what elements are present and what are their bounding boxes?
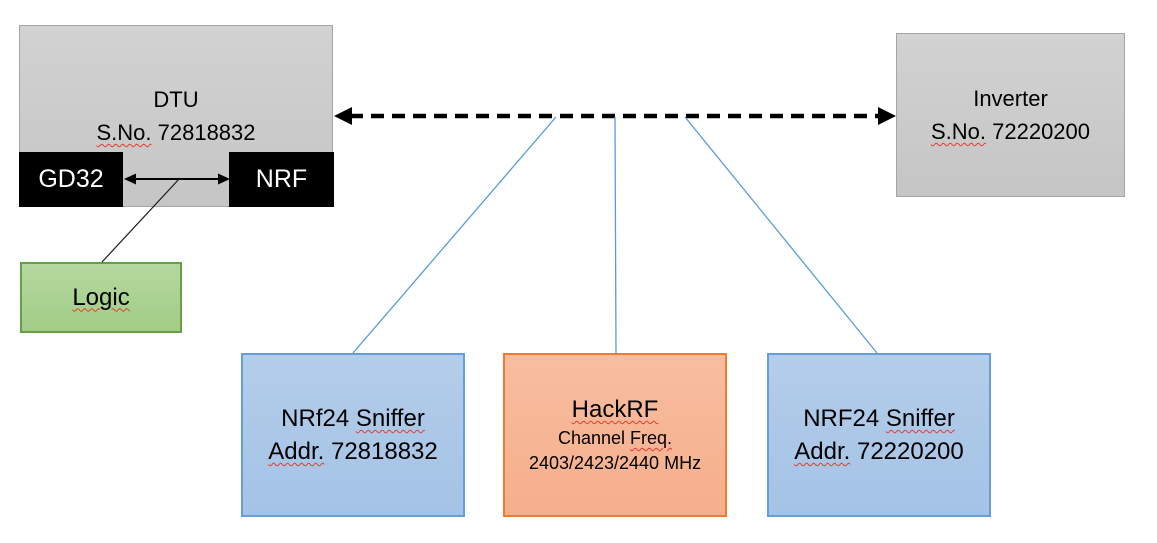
hackrf-connector-line: [614, 116, 617, 354]
inverter-title: Inverter: [973, 86, 1048, 111]
sniffer-right-addr: Addr. 72220200: [794, 435, 964, 468]
logic-label: Logic: [72, 283, 130, 311]
sniffer-left-name-prefix: NRf24: [281, 405, 356, 432]
gd32-chip-box: GD32: [19, 152, 123, 207]
gd32-label: GD32: [38, 165, 104, 193]
hackrf-box: HackRF Channel Freq. 2403/2423/2440 MHz: [503, 353, 727, 517]
logic-box: Logic: [20, 262, 182, 333]
sniffer-right-addr-prefix: Addr.: [794, 438, 851, 465]
sniffer-right-connector-line: [684, 116, 878, 354]
sniffer-right-name-word: Sniffer: [885, 405, 955, 432]
hackrf-title: HackRF: [572, 394, 659, 426]
dashed-arrowhead-left-icon: [334, 107, 352, 125]
hackrf-channel-line: Channel Freq.: [558, 426, 672, 451]
inverter-serial-prefix: S.No.: [930, 119, 987, 144]
nrf-chip-box: NRF: [229, 152, 334, 207]
sniffer-right-name-prefix: NRF24: [803, 405, 886, 432]
dtu-serial-number: 72818832: [151, 120, 256, 145]
dtu-serial-prefix: S.No.: [96, 120, 152, 145]
hackrf-channel-prefix: Channel: [557, 428, 631, 448]
sniffer-left-connector-line: [352, 116, 557, 354]
sniffer-right-name: NRF24 Sniffer: [803, 402, 955, 435]
inverter-serial-number: 72220200: [986, 119, 1091, 144]
nrf24-sniffer-left-box: NRf24 Sniffer Addr. 72818832: [241, 353, 465, 517]
hackrf-channel-word: Freq.: [630, 428, 673, 448]
inverter-box: Inverter S.No. 72220200: [896, 33, 1125, 197]
sniffer-right-addr-number: 72220200: [850, 438, 964, 465]
dtu-title: DTU: [153, 87, 199, 112]
nrf-label: NRF: [255, 165, 308, 193]
sniffer-left-name-word: Sniffer: [355, 405, 425, 432]
nrf24-sniffer-right-box: NRF24 Sniffer Addr. 72220200: [767, 353, 991, 517]
dashed-arrowhead-right-icon: [878, 107, 896, 125]
sniffer-left-addr-prefix: Addr.: [268, 438, 325, 465]
hackrf-title-text: HackRF: [571, 396, 659, 423]
sniffer-left-name: NRf24 Sniffer: [281, 402, 425, 435]
hackrf-frequencies: 2403/2423/2440 MHz: [528, 453, 702, 473]
dtu-serial: S.No. 72818832: [96, 116, 255, 149]
sniffer-left-addr: Addr. 72818832: [268, 435, 438, 468]
inverter-serial: S.No. 72220200: [931, 115, 1090, 148]
sniffer-left-addr-number: 72818832: [324, 438, 438, 465]
